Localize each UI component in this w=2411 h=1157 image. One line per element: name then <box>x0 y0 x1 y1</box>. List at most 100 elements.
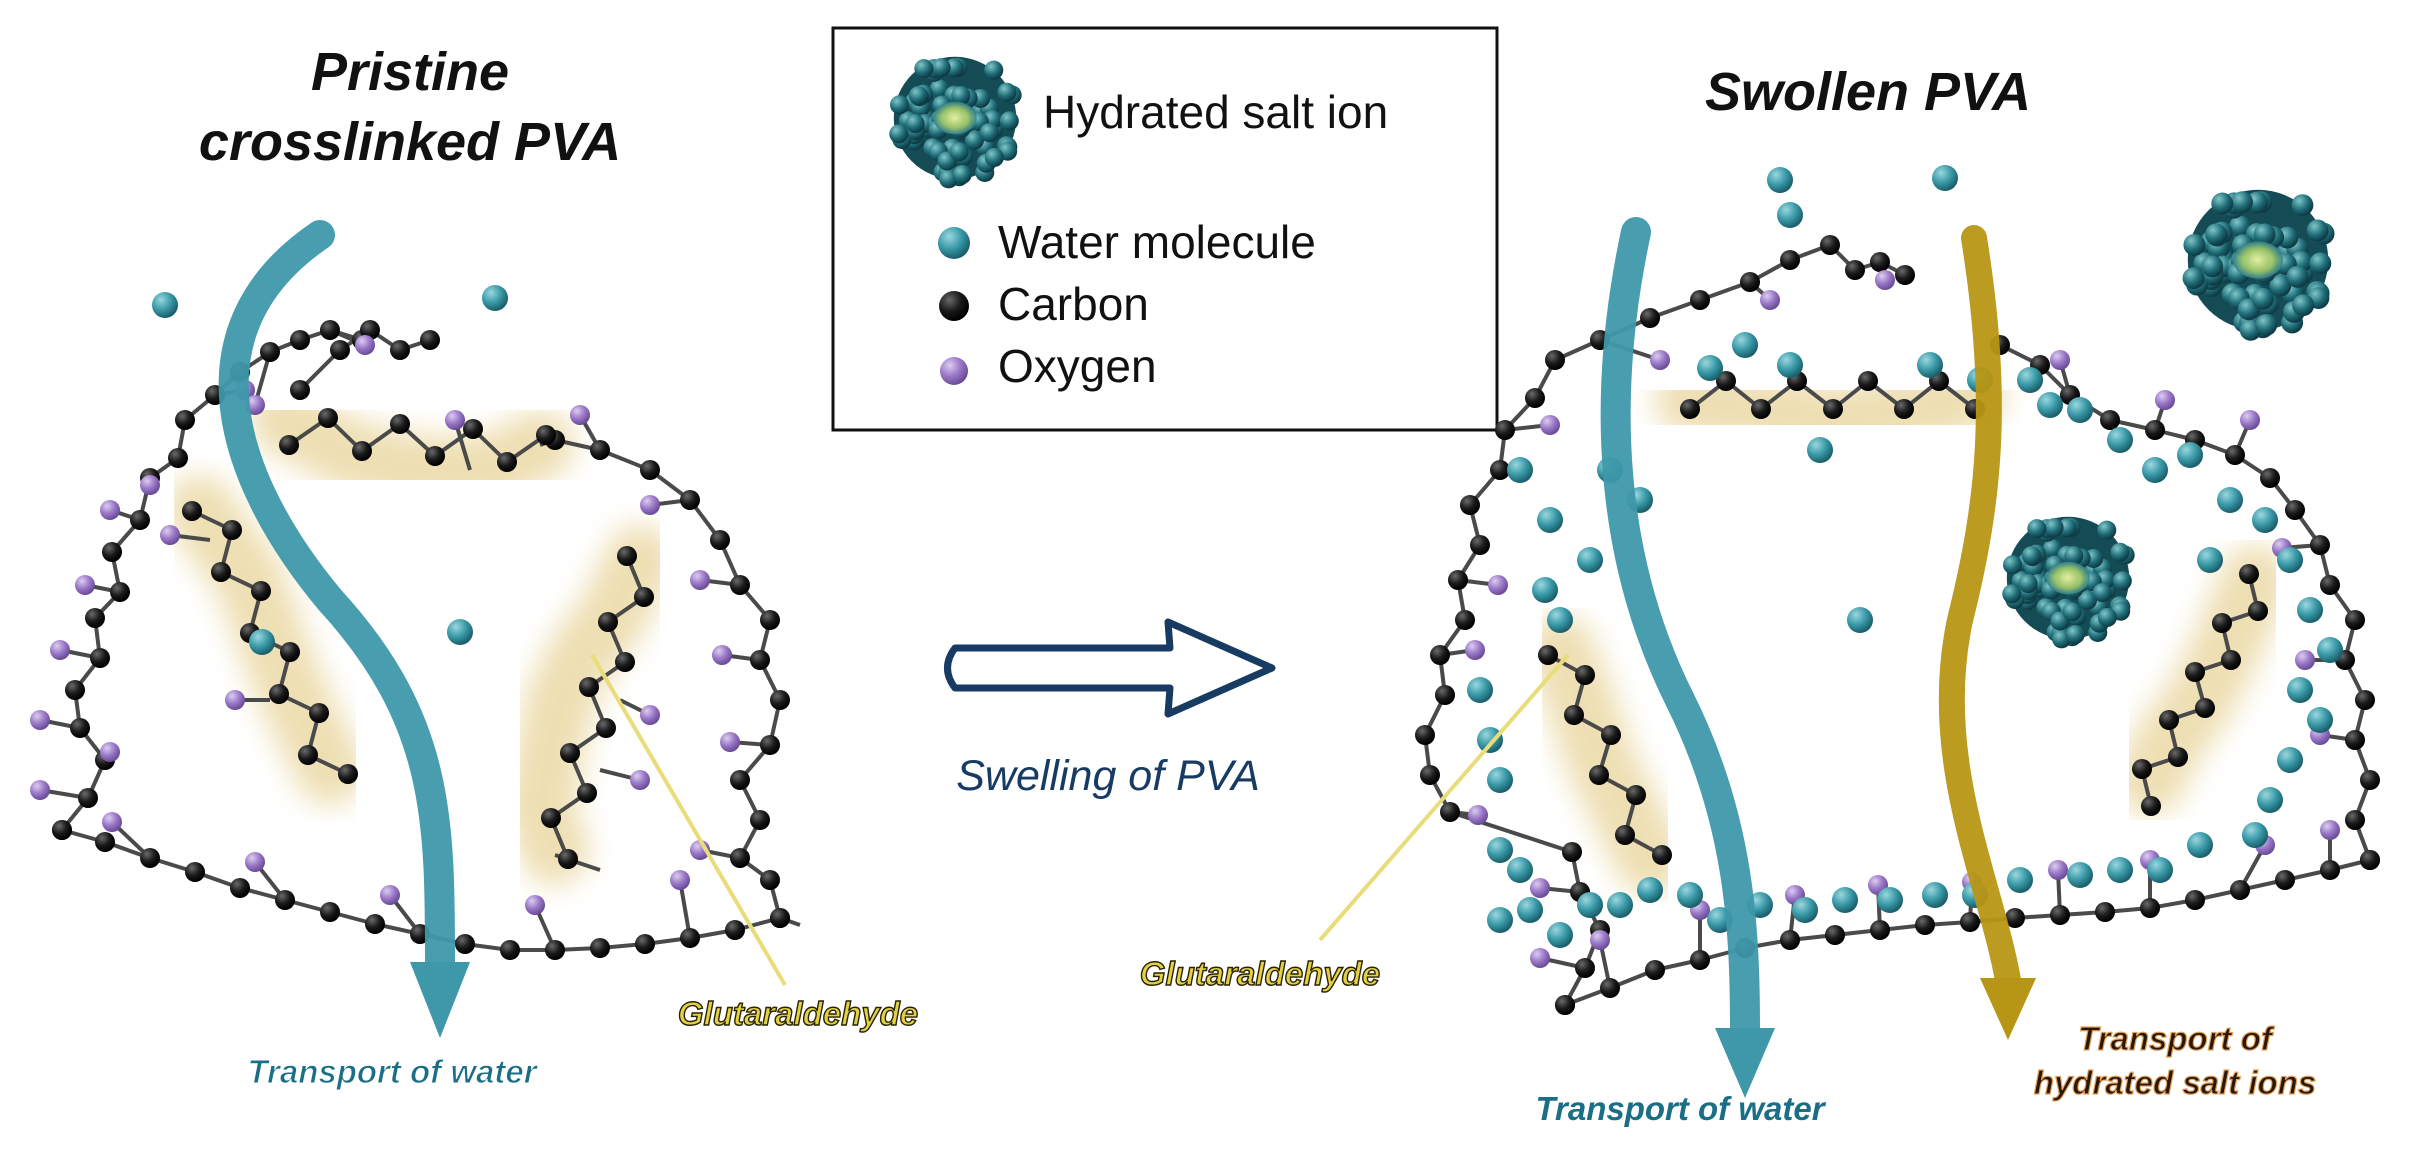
legend-label-carbon: Carbon <box>998 278 1149 330</box>
ion-water <box>952 165 972 185</box>
carbon-atom <box>2310 535 2330 555</box>
carbon-atom <box>175 410 195 430</box>
water-molecule <box>2242 822 2268 848</box>
carbon-atom <box>463 419 483 439</box>
carbon-atom <box>1894 399 1914 419</box>
carbon-atom <box>760 870 780 890</box>
carbon-atom <box>1640 308 1660 328</box>
carbon-atom <box>598 612 618 632</box>
water-molecule <box>1777 352 1803 378</box>
ion-water <box>2065 625 2085 645</box>
water-molecule <box>1607 892 1633 918</box>
carbon-atom <box>1626 785 1646 805</box>
water-molecule <box>2142 457 2168 483</box>
legend-label-hydrated-ion: Hydrated salt ion <box>1043 86 1388 138</box>
carbon-atom <box>1780 250 1800 270</box>
ion-water <box>2231 191 2253 214</box>
ion-water <box>2292 294 2315 317</box>
carbon-atom <box>730 848 750 868</box>
carbon-atom <box>760 735 780 755</box>
ion-water <box>2183 233 2206 256</box>
water-molecule <box>2297 597 2323 623</box>
carbon-atom <box>760 610 780 630</box>
oxygen-atom <box>102 812 122 832</box>
ion-water <box>984 147 1004 167</box>
water-molecule <box>2067 397 2093 423</box>
water-molecule <box>1847 607 1873 633</box>
ion-water <box>2027 519 2047 539</box>
carbon-atom <box>541 808 561 828</box>
carbon-atom <box>320 320 340 340</box>
crosslink-glow <box>1655 360 2005 455</box>
water-molecule <box>1697 355 1723 381</box>
carbon-atom <box>635 934 655 954</box>
swollen-pva-network <box>1318 165 2380 1098</box>
carbon-atom <box>455 934 475 954</box>
oxygen-atom <box>30 710 50 730</box>
oxygen-atom <box>670 870 690 890</box>
carbon-atom <box>1751 399 1771 419</box>
oxygen-atom <box>1540 415 1560 435</box>
ion-water <box>2309 252 2332 275</box>
carbon-atom <box>640 460 660 480</box>
water-molecule <box>1767 167 1793 193</box>
ion-water <box>2021 546 2041 566</box>
ion-water <box>929 79 949 99</box>
oxygen-atom <box>2240 410 2260 430</box>
water-molecule <box>482 285 508 311</box>
oxygen-atom <box>720 732 740 752</box>
water-molecule <box>1577 892 1603 918</box>
water-molecule <box>1732 332 1758 358</box>
ion-transport-arrow <box>1938 225 2021 993</box>
carbon-atom <box>2225 445 2245 465</box>
ion-transport-label-line2: hydrated salt ions <box>2034 1064 2316 1101</box>
carbon-atom <box>1825 925 1845 945</box>
carbon-atom <box>1716 371 1736 391</box>
carbon-atom <box>770 690 790 710</box>
pristine-pva-network <box>30 220 801 1038</box>
carbon-atom <box>590 938 610 958</box>
left-water-transport-arrow <box>218 220 455 980</box>
water-molecule <box>1532 577 1558 603</box>
carbon-atom <box>1690 290 1710 310</box>
ion-water <box>2064 546 2084 566</box>
left-water-transport-label: Transport of water <box>247 1053 538 1090</box>
carbon-atom <box>497 452 517 472</box>
oxygen-atom <box>630 770 650 790</box>
carbon-atom <box>1780 930 1800 950</box>
ion-water <box>997 82 1017 102</box>
carbon-atom <box>425 446 445 466</box>
left-title-line2: crosslinked PVA <box>199 112 621 172</box>
carbon-atom <box>725 920 745 940</box>
carbon-atom <box>1575 665 1595 685</box>
carbon-atom <box>558 849 578 869</box>
carbon-atom <box>2050 905 2070 925</box>
water-molecule <box>1777 202 1803 228</box>
water-molecule <box>1467 677 1493 703</box>
carbon-atom <box>320 902 340 922</box>
oxygen-atom <box>225 690 245 710</box>
carbon-atom <box>2132 759 2152 779</box>
carbon-atom <box>2320 860 2340 880</box>
carbon-atom <box>2230 880 2250 900</box>
carbon-atom <box>2221 650 2241 670</box>
carbon-atom <box>338 764 358 784</box>
oxygen-atom <box>1465 640 1485 660</box>
carbon-atom <box>365 914 385 934</box>
carbon-atom <box>279 435 299 455</box>
carbon-atom <box>590 440 610 460</box>
water-molecule <box>2037 392 2063 418</box>
ion-water <box>999 111 1019 131</box>
water-molecule <box>2317 637 2343 663</box>
ion-water <box>2306 219 2329 242</box>
water-molecule <box>1922 882 1948 908</box>
carbon-atom <box>2095 902 2115 922</box>
ion-water <box>2018 574 2038 594</box>
hydrated-ion-cluster-icon <box>889 56 1022 189</box>
water-molecule <box>1477 727 1503 753</box>
ion-water <box>2097 520 2117 540</box>
carbon-atom <box>730 575 750 595</box>
oxygen-sphere-icon <box>940 357 968 385</box>
carbon-atom <box>280 642 300 662</box>
carbon-atom <box>1490 460 1510 480</box>
